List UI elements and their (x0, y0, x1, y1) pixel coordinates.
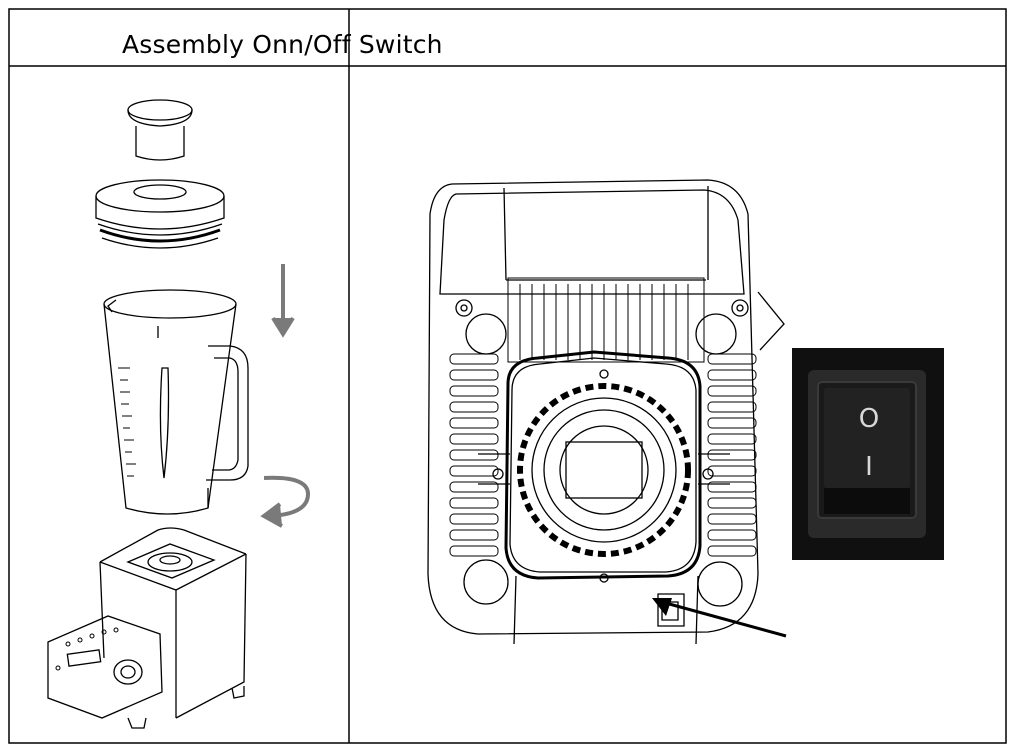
page-title: Assembly Onn/Off Switch (122, 30, 443, 59)
foot (465, 313, 507, 355)
table-frame (8, 8, 1007, 744)
rotate-arrow-icon (260, 475, 311, 528)
foot (695, 313, 737, 355)
switch-off-label: O (858, 404, 880, 434)
instruction-sheet: Assembly Onn/Off Switch (8, 8, 1008, 745)
drive-coupling (517, 383, 691, 557)
measuring-cap (127, 99, 193, 161)
foot (463, 559, 509, 605)
rocker-switch-photo (792, 348, 944, 560)
left-vent (449, 353, 499, 557)
down-arrow-icon (271, 264, 295, 338)
jar-lid (95, 179, 225, 249)
top-vent (507, 277, 705, 363)
base-bottom-view-illustration (427, 179, 785, 644)
switch-on-label: I (865, 452, 873, 482)
blender-jar (103, 289, 249, 515)
blender-assembly-illustration (47, 99, 311, 729)
right-vent (707, 353, 757, 557)
pointer-arrow-icon (652, 598, 787, 638)
blender-base (47, 527, 247, 729)
